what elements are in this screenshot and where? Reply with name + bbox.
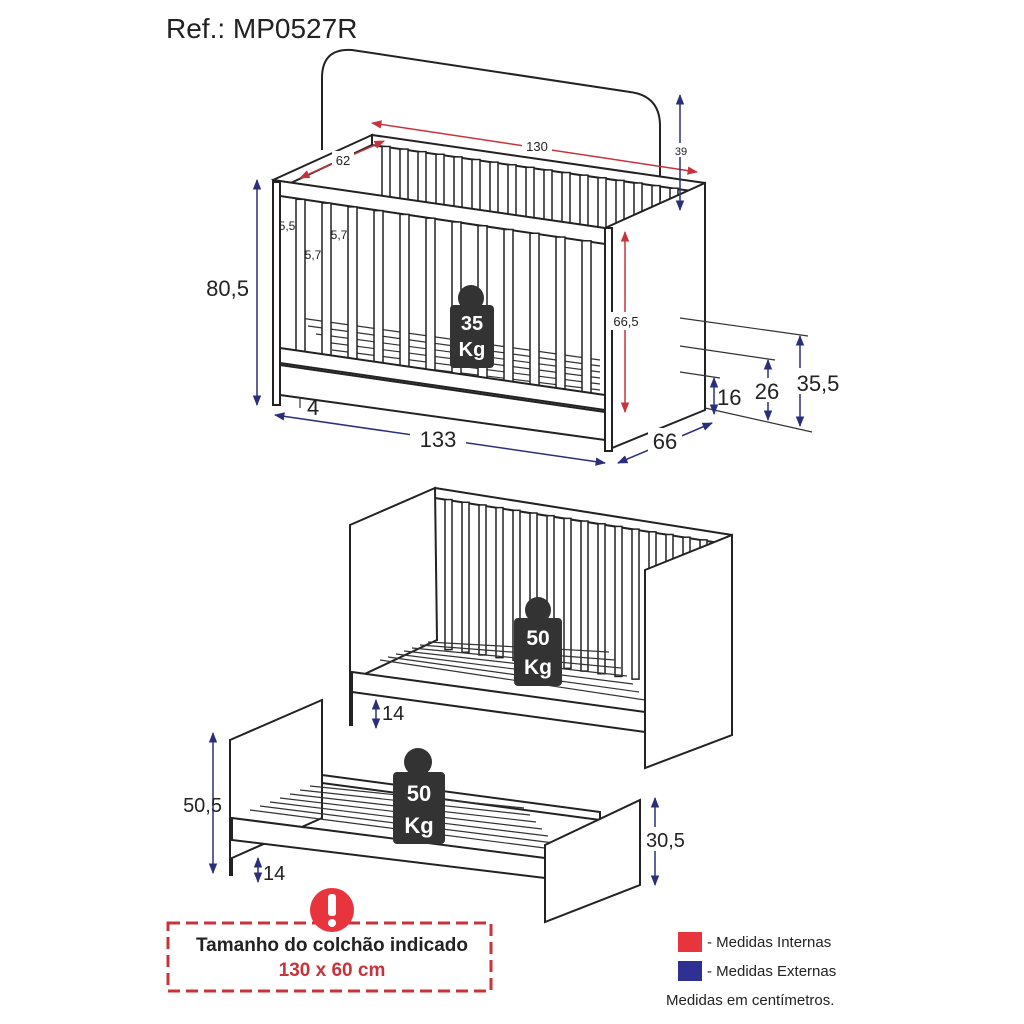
headboard [321, 48, 661, 200]
sofa-back-slat [563, 517, 572, 670]
sofa-back-slat [444, 498, 453, 651]
crib-front-slat [555, 236, 566, 390]
notice-title: Tamanho do colchão indicado [196, 935, 468, 956]
dim-slat-gap: 5,5 [279, 219, 296, 233]
crib-front-slat [373, 209, 384, 364]
legend-internal-label: - Medidas Internas [707, 934, 831, 951]
mattress-level-leaders [679, 317, 813, 433]
bed-footboard [544, 798, 641, 924]
dim-inner-width: 62 [336, 153, 350, 168]
crib-left-post [272, 181, 281, 406]
mini-sofa-drawing [349, 486, 733, 770]
weight-unit: Kg [404, 813, 433, 838]
sofa-back-slat [495, 506, 504, 659]
crib-front-slat [529, 232, 540, 387]
notice-size: 130 x 60 cm [279, 960, 386, 981]
sofa-base-slat [387, 656, 640, 693]
weight-number: 50 [526, 627, 549, 650]
dim-slat-gap: 5,7 [305, 248, 322, 262]
crib-front-slat [295, 198, 306, 353]
dim-bed-head-height: 50,5 [183, 795, 222, 817]
weight-number: 35 [461, 313, 483, 335]
crib-front-slat [399, 213, 410, 368]
legend: - Medidas Internas - Medidas Externas Me… [666, 932, 836, 1009]
legend-external-label: - Medidas Externas [707, 963, 836, 980]
weight-badge-crib: 35 Kg [450, 285, 494, 368]
sofa-back-slat [614, 525, 623, 678]
dim-bed-floor-height: 14 [263, 863, 285, 885]
dim-sofa-floor-height: 14 [382, 703, 404, 725]
sofa-right-panel [644, 533, 733, 770]
dim-floor-gap: 4 [307, 395, 319, 420]
legend-swatch-external [678, 961, 702, 981]
crib-front-slat [321, 202, 332, 356]
dim-mattress-level-2: 26 [755, 379, 779, 404]
sofa-back-slat [478, 504, 487, 656]
legend-swatch-internal [678, 932, 702, 952]
sofa-back-slat [461, 501, 470, 654]
mattress-notice: Tamanho do colchão indicado 130 x 60 cm [166, 888, 493, 993]
weight-unit: Kg [459, 339, 486, 361]
crib-right-post [604, 227, 613, 452]
weight-unit: Kg [524, 656, 552, 679]
crib-front-slat [503, 228, 514, 383]
dim-inner-length: 130 [526, 139, 548, 154]
crib-front-slat [581, 240, 592, 394]
sofa-back-slat [631, 528, 640, 680]
dim-bed-foot-height: 30,5 [646, 830, 685, 852]
dim-mattress-level-1: 16 [717, 385, 741, 410]
weight-badge-sofa: 50 Kg [514, 597, 562, 686]
sofa-back-slat [597, 523, 606, 675]
weight-number: 50 [407, 781, 431, 806]
dim-total-length: 133 [420, 427, 457, 452]
crib-front-slat [347, 206, 358, 360]
sofa-back-slat [580, 520, 589, 672]
crib-drawing [271, 48, 706, 452]
dim-total-height: 80,5 [206, 276, 249, 301]
dim-mattress-level-3: 35,5 [797, 371, 840, 396]
dim-inner-height: 66,5 [613, 314, 638, 329]
crib-front-slat [425, 217, 436, 371]
reference-title: Ref.: MP0527R [166, 13, 357, 44]
dim-headboard-height: 39 [675, 146, 687, 158]
dim-total-width: 66 [653, 429, 677, 454]
dim-slat-gap: 5,7 [331, 228, 348, 242]
units-note: Medidas em centímetros. [666, 992, 834, 1009]
weight-badge-bed: 50 Kg [393, 748, 445, 844]
mini-bed-drawing [229, 698, 641, 924]
sofa-base-slat [379, 659, 646, 701]
